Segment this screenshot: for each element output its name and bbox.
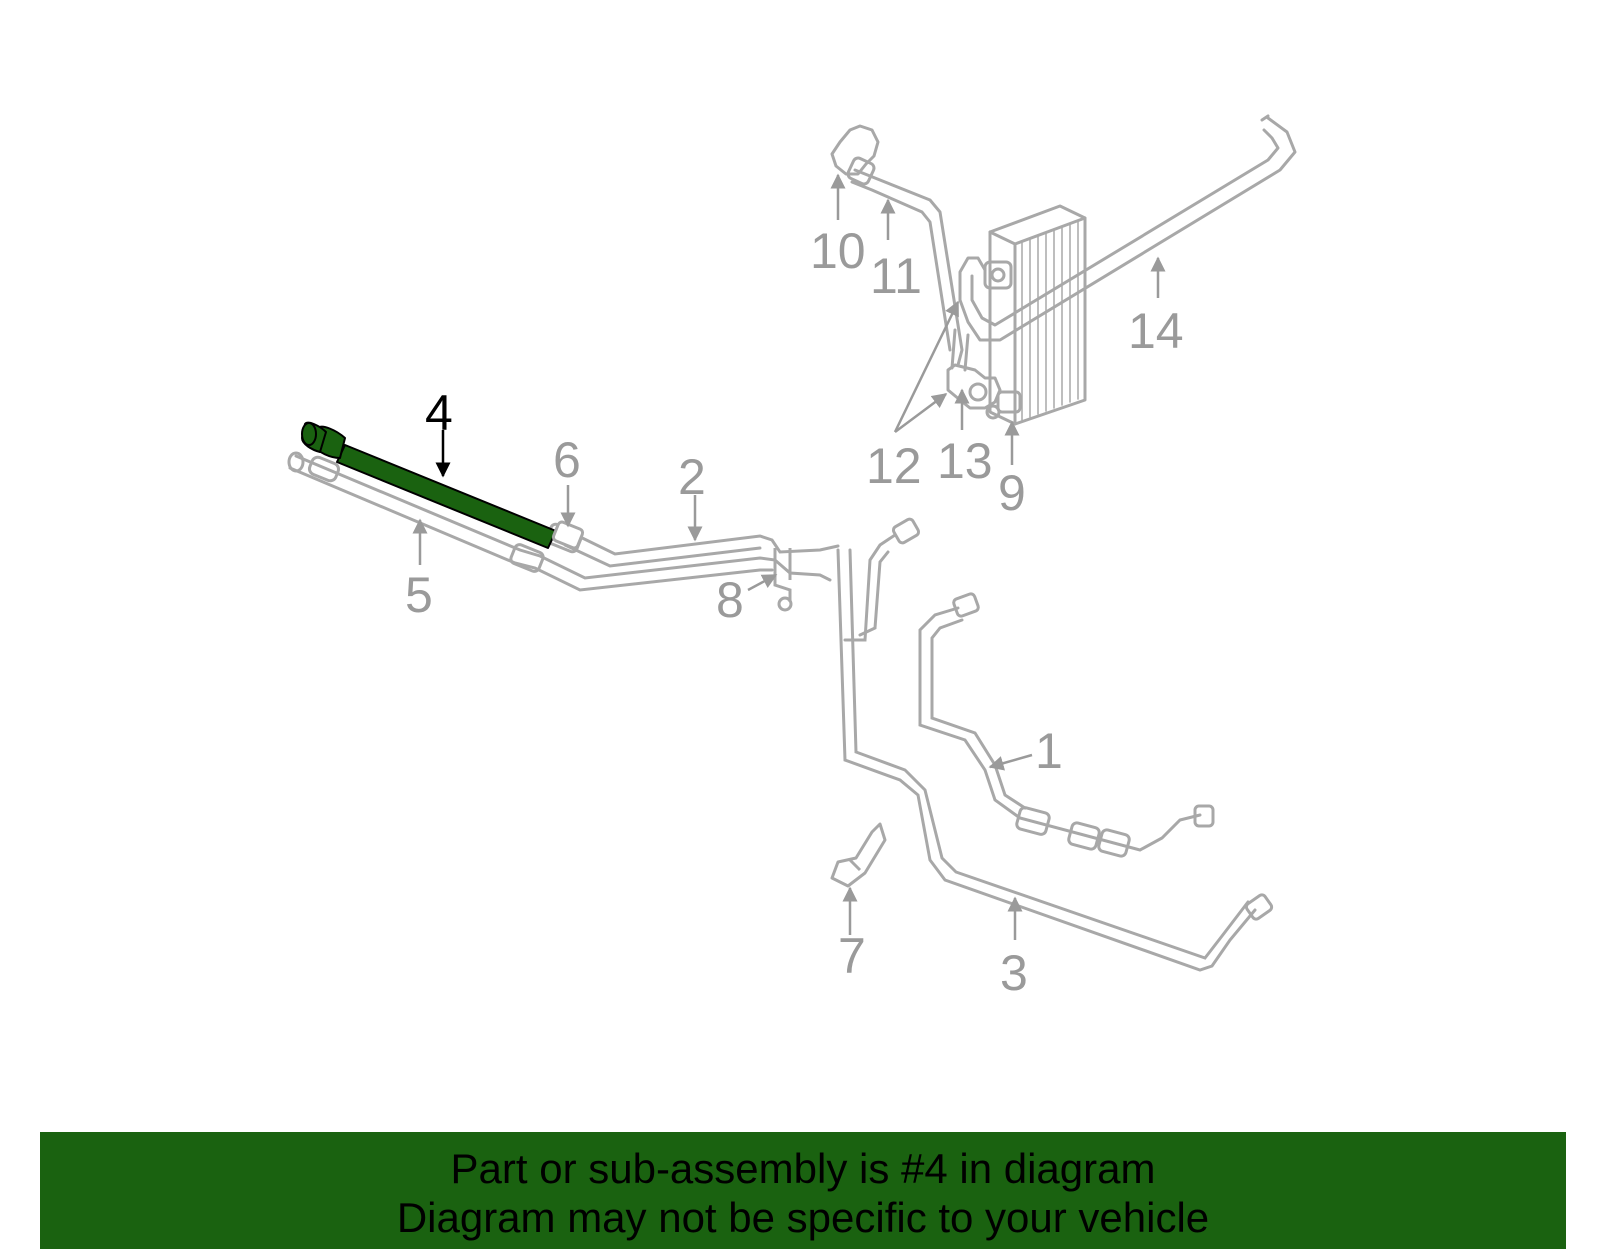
callout-13[interactable]: 13	[937, 433, 993, 489]
callout-4[interactable]: 4	[425, 385, 453, 441]
leader-arrow-8	[747, 573, 778, 592]
callout-3[interactable]: 3	[1000, 945, 1028, 1001]
callout-12[interactable]: 12	[866, 438, 922, 494]
callout-1[interactable]: 1	[1035, 723, 1063, 779]
part-3-line[interactable]	[836, 517, 1274, 972]
callout-11[interactable]: 11	[870, 248, 922, 304]
leader-arrow-1	[988, 753, 1033, 771]
part-7-bracket[interactable]	[830, 822, 887, 888]
banner-line-2: Diagram may not be specific to your vehi…	[396, 1194, 1210, 1241]
banner-line-1: Part or sub-assembly is #4 in diagram	[450, 1145, 1156, 1192]
leader-arrows	[412, 173, 1166, 940]
part-5-hose[interactable]	[287, 451, 832, 592]
callout-6[interactable]: 6	[553, 432, 581, 488]
callout-10[interactable]: 10	[810, 223, 866, 279]
leader-arrow-12a	[893, 300, 960, 433]
part-8-clip[interactable]	[773, 548, 793, 612]
info-banner: Part or sub-assembly is #4 in diagram Di…	[40, 1132, 1566, 1249]
part-2-line[interactable]	[545, 522, 840, 568]
callout-5[interactable]: 5	[405, 567, 433, 623]
leader-arrow-12b	[894, 392, 948, 434]
callout-9[interactable]: 9	[998, 465, 1026, 521]
callout-labels: 4 5 6 2 8 1 3 7 10 11 14 12 13 9	[405, 223, 1184, 1001]
callout-2[interactable]: 2	[678, 449, 706, 505]
callout-8[interactable]: 8	[716, 572, 744, 628]
part-cooler-assembly[interactable]	[830, 114, 1297, 426]
part-1-line[interactable]	[918, 592, 1215, 858]
callout-7[interactable]: 7	[838, 928, 866, 984]
callout-14[interactable]: 14	[1128, 303, 1184, 359]
